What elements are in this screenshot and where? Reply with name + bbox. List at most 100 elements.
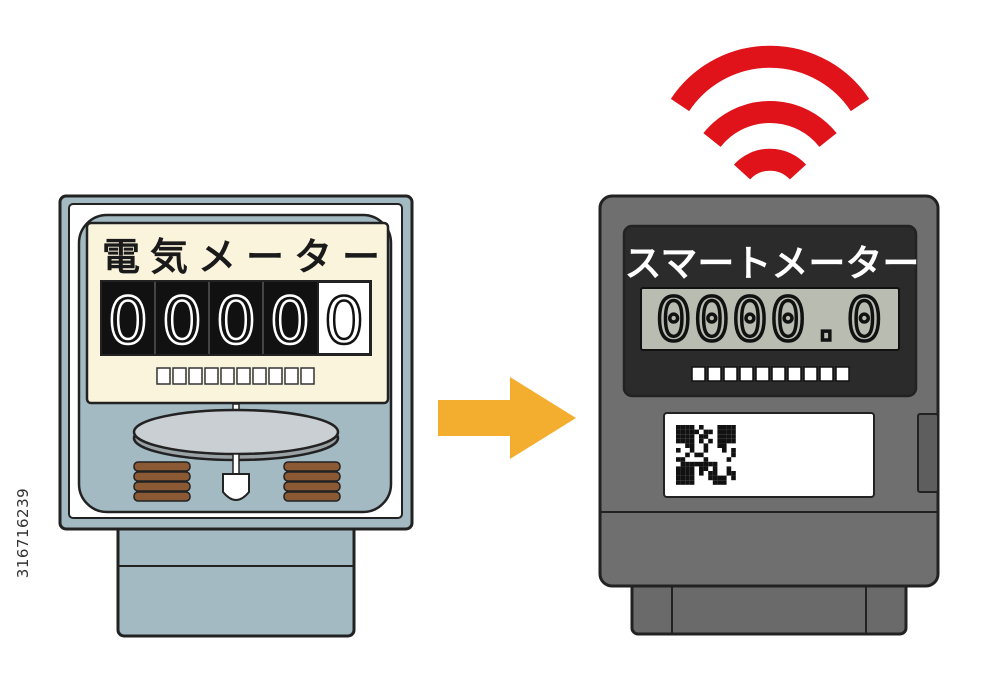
qr-module xyxy=(689,429,695,435)
qr-module xyxy=(699,461,704,467)
qr-module xyxy=(699,425,704,430)
scale-segment xyxy=(835,366,850,382)
qr-module xyxy=(689,461,695,467)
qr-module xyxy=(731,425,736,430)
scale-segment xyxy=(204,367,219,385)
qr-module xyxy=(676,425,681,430)
qr-module xyxy=(726,425,732,430)
scale-segment xyxy=(236,367,251,385)
qr-module xyxy=(731,471,736,476)
scale-segment xyxy=(739,366,754,382)
qr-module xyxy=(689,480,695,485)
qr-code-icon xyxy=(674,423,738,487)
qr-module xyxy=(726,457,732,462)
analog-digit: 0 xyxy=(108,285,149,359)
qr-module xyxy=(703,443,709,448)
qr-module xyxy=(703,434,709,439)
qr-module xyxy=(726,471,732,476)
qr-module xyxy=(703,466,709,471)
qr-module xyxy=(676,448,681,453)
scale-segment xyxy=(707,366,722,382)
qr-module xyxy=(685,438,690,444)
magnet xyxy=(222,473,250,501)
qr-module xyxy=(717,429,722,435)
analog-meter-title: 電気メーター xyxy=(102,235,390,279)
qr-module xyxy=(680,425,686,430)
qr-module xyxy=(689,443,695,448)
qr-module xyxy=(685,425,690,430)
coil-winding xyxy=(283,471,341,482)
rotating-disc xyxy=(132,408,340,456)
qr-module xyxy=(680,438,686,444)
qr-module xyxy=(722,480,727,485)
qr-module xyxy=(680,457,686,462)
scale-segment xyxy=(252,367,267,385)
coil-left xyxy=(133,461,191,502)
qr-module xyxy=(689,425,695,430)
qr-module xyxy=(722,429,727,435)
arrow-right-icon xyxy=(438,377,576,459)
side-id-text: 316716239 xyxy=(14,487,32,579)
qr-module xyxy=(689,448,695,453)
qr-module xyxy=(680,461,686,467)
qr-module xyxy=(685,471,690,476)
qr-module xyxy=(703,429,709,435)
qr-module xyxy=(676,434,681,439)
qr-module xyxy=(689,438,695,444)
qr-module xyxy=(708,438,713,444)
qr-module xyxy=(731,434,736,439)
qr-module xyxy=(722,434,727,439)
scale-segment xyxy=(803,366,818,382)
qr-module xyxy=(676,480,681,485)
side-latch xyxy=(917,413,939,493)
smart-meter: スマートメーター 0000.0 xyxy=(598,194,940,636)
coil-winding xyxy=(133,491,191,502)
qr-module xyxy=(717,443,722,448)
scale-segment xyxy=(771,366,786,382)
analog-digit-last: 0 xyxy=(324,285,365,359)
qr-module xyxy=(703,457,709,462)
qr-module xyxy=(676,471,681,476)
analog-meter-base xyxy=(116,518,356,638)
scale-segment xyxy=(755,366,770,382)
coil-winding xyxy=(133,461,191,472)
qr-module xyxy=(722,475,727,481)
coil-winding xyxy=(283,461,341,472)
qr-module xyxy=(712,461,718,467)
qr-module xyxy=(717,434,722,439)
scale-segment xyxy=(188,367,203,385)
qr-module xyxy=(699,466,704,471)
coil-winding xyxy=(133,471,191,482)
qr-module xyxy=(680,466,686,471)
qr-module xyxy=(731,475,736,481)
qr-module xyxy=(717,475,722,481)
qr-module xyxy=(726,429,732,435)
scale-segment xyxy=(284,367,299,385)
lcd-screen xyxy=(640,287,900,351)
qr-module xyxy=(731,429,736,435)
qr-module xyxy=(685,466,690,471)
qr-module xyxy=(712,475,718,481)
qr-module xyxy=(680,471,686,476)
qr-module xyxy=(689,466,695,471)
scale-segment xyxy=(300,367,315,385)
scale-segment xyxy=(787,366,802,382)
qr-module xyxy=(685,434,690,439)
coil-winding xyxy=(133,481,191,492)
qr-module xyxy=(699,434,704,439)
qr-module xyxy=(731,452,736,458)
qr-module xyxy=(676,466,681,471)
qr-module xyxy=(694,452,699,458)
qr-module xyxy=(703,448,709,453)
qr-module xyxy=(680,475,686,481)
qr-module xyxy=(685,461,690,467)
qr-module xyxy=(689,475,695,481)
qr-module xyxy=(731,438,736,444)
qr-module xyxy=(676,475,681,481)
qr-module xyxy=(680,434,686,439)
coil-winding xyxy=(283,481,341,492)
analog-digit: 0 xyxy=(162,285,203,359)
qr-module xyxy=(726,466,732,471)
qr-module xyxy=(694,461,699,467)
